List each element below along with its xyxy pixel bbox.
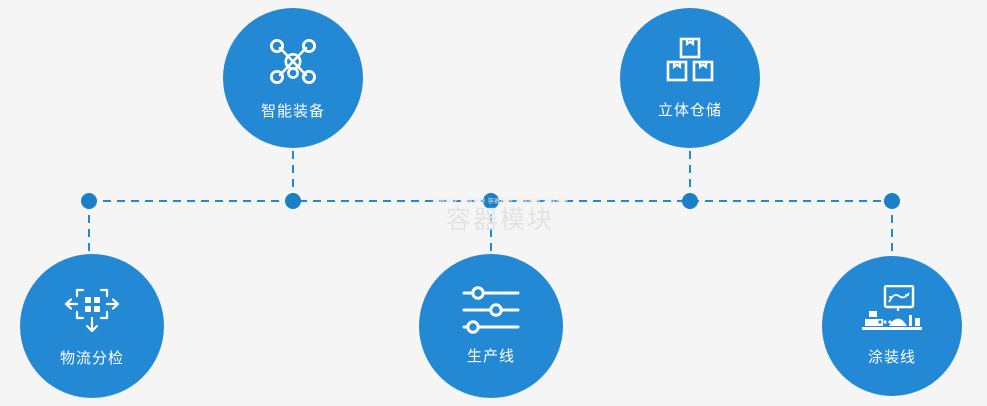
network-nodes-icon [266,35,320,94]
node-stereoscopic-warehouse[interactable]: 立体仓储 [620,8,760,148]
node-label-production-line: 生产线 [466,348,515,365]
junction-dot-logistics [81,193,97,209]
node-painting-line[interactable]: 涂装线 [822,256,962,396]
node-label-logistics-sorting: 物流分检 [59,350,124,367]
junction-dot-smart-equipment [285,193,301,209]
node-label-stereoscopic-warehouse: 立体仓储 [657,102,722,119]
junction-dot-production-line [483,193,499,209]
node-production-line[interactable]: 生产线 [419,254,563,398]
sorting-arrows-icon [63,284,121,341]
junction-dot-painting-line [884,193,900,209]
node-smart-equipment[interactable]: 智能装备 [223,8,363,148]
stacked-boxes-icon [664,36,716,93]
node-label-painting-line: 涂装线 [867,349,916,366]
node-logistics-sorting[interactable]: 物流分检 [20,254,164,398]
junction-dot-warehouse [682,193,698,209]
factory-monitor-icon [861,284,923,340]
node-label-smart-equipment: 智能装备 [260,103,325,120]
sliders-icon [462,286,520,339]
